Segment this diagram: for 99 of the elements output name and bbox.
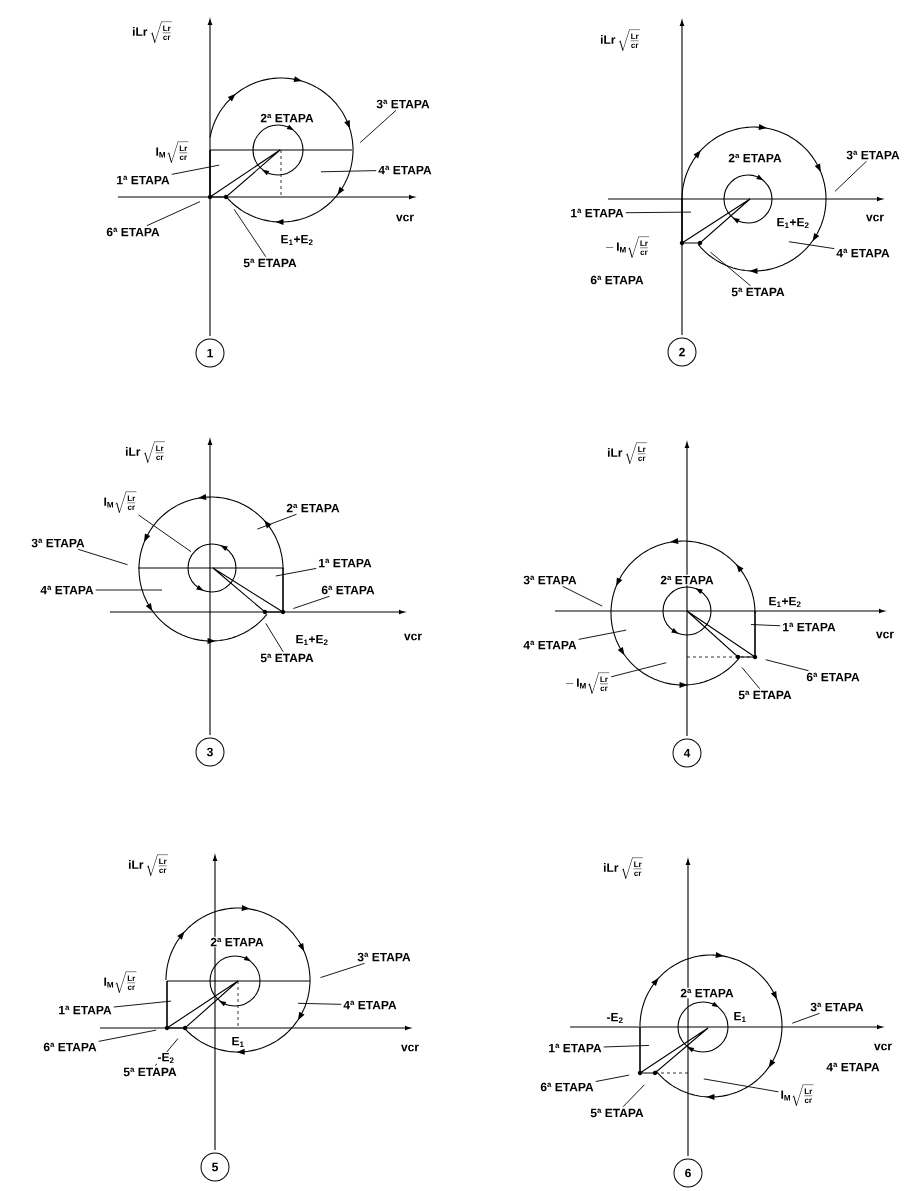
leader-line	[750, 624, 781, 627]
formula-label: $\text{I}_{\text{M}}\sqrt{\frac{\text{Lr}}{\text{cr}}}$	[102, 489, 138, 515]
panel-number: 2	[667, 337, 697, 367]
panel-number: 3	[195, 737, 225, 767]
leader-line	[95, 589, 163, 591]
stage-label: 6ª ETAPA	[589, 274, 645, 286]
stage-label: 2ª ETAPA	[659, 574, 715, 586]
voltage-label: E$_{1}$+E$_{2}$	[767, 596, 803, 609]
leader-line	[320, 962, 365, 979]
panel-number: 6	[673, 1158, 703, 1188]
stage-label: 3ª ETAPA	[844, 149, 902, 161]
axis-label: vcr	[865, 213, 885, 223]
stage-label: 1ª ETAPA	[546, 1042, 604, 1054]
stage-label: 6ª ETAPA	[804, 671, 862, 683]
leader-line	[265, 622, 284, 653]
leader-line	[297, 1002, 342, 1005]
voltage-label: E$_{1}$+E$_{2}$	[279, 234, 315, 247]
stage-label: 1ª ETAPA	[780, 621, 838, 633]
panel-number: 1	[195, 338, 225, 368]
leader-line	[625, 211, 692, 214]
panel-number: 4	[672, 738, 702, 768]
leader-line	[146, 201, 201, 227]
stage-label: 4ª ETAPA	[341, 999, 399, 1011]
leader-line	[834, 160, 867, 192]
stage-label: 5ª ETAPA	[588, 1107, 646, 1119]
voltage-label: E$_{1}$+E$_{2}$	[775, 217, 811, 230]
axis-label: $\text{iLr}\,\sqrt{\frac{\text{Lr}}{\text{cr}}}$	[124, 439, 166, 465]
axis-label: vcr	[875, 630, 895, 640]
leader-line	[256, 513, 297, 530]
leader-line	[595, 1074, 630, 1082]
leader-line	[320, 170, 377, 173]
leader-line	[77, 548, 128, 566]
leader-line	[171, 164, 220, 175]
axis-label: $\text{iLr}\,\sqrt{\frac{\text{Lr}}{\text{cr}}}$	[131, 19, 173, 45]
stage-label: 3ª ETAPA	[374, 98, 432, 110]
leader-line	[562, 585, 603, 607]
leader-line	[292, 595, 330, 609]
leader-line	[765, 659, 809, 672]
axis-label: vcr	[873, 1042, 893, 1052]
panel-number: 5	[200, 1152, 230, 1182]
leader-line	[578, 629, 627, 640]
axis-label: $\text{iLr}\,\sqrt{\frac{\text{Lr}}{\text{cr}}}$	[127, 852, 169, 878]
stage-label: 1ª ETAPA	[56, 1004, 114, 1016]
stage-label: 4ª ETAPA	[376, 164, 434, 176]
stage-label: 2ª ETAPA	[727, 152, 783, 164]
leader-line	[359, 109, 397, 144]
stage-label: 1ª ETAPA	[568, 207, 626, 219]
stage-label: 2ª ETAPA	[259, 112, 315, 124]
stage-label: 4ª ETAPA	[834, 247, 892, 259]
stage-label: 4ª ETAPA	[38, 584, 96, 596]
stage-label: 5ª ETAPA	[729, 286, 787, 298]
stage-label: 1ª ETAPA	[114, 174, 172, 186]
leader-line	[791, 1012, 821, 1024]
stage-label: 3ª ETAPA	[355, 951, 413, 963]
leader-line	[98, 1029, 157, 1042]
axis-label: $\text{iLr}\,\sqrt{\frac{\text{Lr}}{\text{cr}}}$	[606, 440, 648, 466]
stage-label: 3ª ETAPA	[29, 537, 87, 549]
stage-label: 4ª ETAPA	[521, 639, 579, 651]
formula-label: $\text{I}_{\text{M}}\sqrt{\frac{\text{Lr}}{\text{cr}}}$	[154, 139, 190, 165]
formula-label: $-\,\text{I}_{\text{M}}\sqrt{\frac{\text{Lr}}{\text{cr}}}$	[603, 234, 651, 260]
stage-label: 5ª ETAPA	[258, 652, 316, 664]
leader-line	[709, 251, 751, 287]
voltage-label: E$_{1}$	[732, 1011, 748, 1024]
leader-line	[138, 514, 192, 553]
stage-label: 6ª ETAPA	[538, 1081, 596, 1093]
voltage-label: E$_{1}$	[230, 1036, 246, 1049]
stage-label: 5ª ETAPA	[241, 257, 299, 269]
voltage-label: E$_{1}$+E$_{2}$	[294, 634, 330, 647]
voltage-label: -E$_{2}$	[156, 1052, 176, 1065]
stage-label: 6ª ETAPA	[41, 1041, 99, 1053]
voltage-label: -E$_{2}$	[605, 1012, 625, 1025]
stage-label: 3ª ETAPA	[808, 1001, 866, 1013]
leader-line	[622, 1084, 645, 1108]
leader-line	[233, 208, 267, 258]
stage-label: 3ª ETAPA	[521, 574, 579, 586]
stage-label: 2ª ETAPA	[284, 502, 342, 514]
axis-label: $\text{iLr}\,\sqrt{\frac{\text{Lr}}{\text{cr}}}$	[602, 855, 644, 881]
leader-line	[610, 662, 667, 678]
leader-line	[603, 1044, 650, 1048]
stage-label: 5ª ETAPA	[736, 689, 794, 701]
stage-label: 2ª ETAPA	[209, 936, 265, 948]
axis-label: vcr	[403, 632, 423, 642]
stage-label: 6ª ETAPA	[319, 584, 377, 596]
formula-label: $\text{I}_{\text{M}}\sqrt{\frac{\text{Lr}}{\text{cr}}}$	[779, 1082, 815, 1108]
leader-line	[703, 1078, 779, 1093]
formula-label: $\text{I}_{\text{M}}\sqrt{\frac{\text{Lr}}{\text{cr}}}$	[102, 969, 138, 995]
leader-line	[741, 667, 761, 690]
axis-label: vcr	[400, 1043, 420, 1053]
leader-line	[275, 567, 317, 577]
stage-label: 5ª ETAPA	[121, 1066, 179, 1078]
formula-label: $-\,\text{I}_{\text{M}}\sqrt{\frac{\text{Lr}}{\text{cr}}}$	[563, 670, 611, 696]
leader-line	[788, 241, 835, 250]
stage-label: 6ª ETAPA	[104, 226, 162, 238]
leader-line	[113, 1000, 172, 1008]
axis-label: vcr	[395, 213, 415, 223]
stage-label: 2ª ETAPA	[679, 987, 735, 999]
stage-label: 4ª ETAPA	[825, 1061, 881, 1073]
stage-label: 1ª ETAPA	[316, 557, 374, 569]
axis-label: $\text{iLr}\,\sqrt{\frac{\text{Lr}}{\text{cr}}}$	[599, 27, 641, 53]
